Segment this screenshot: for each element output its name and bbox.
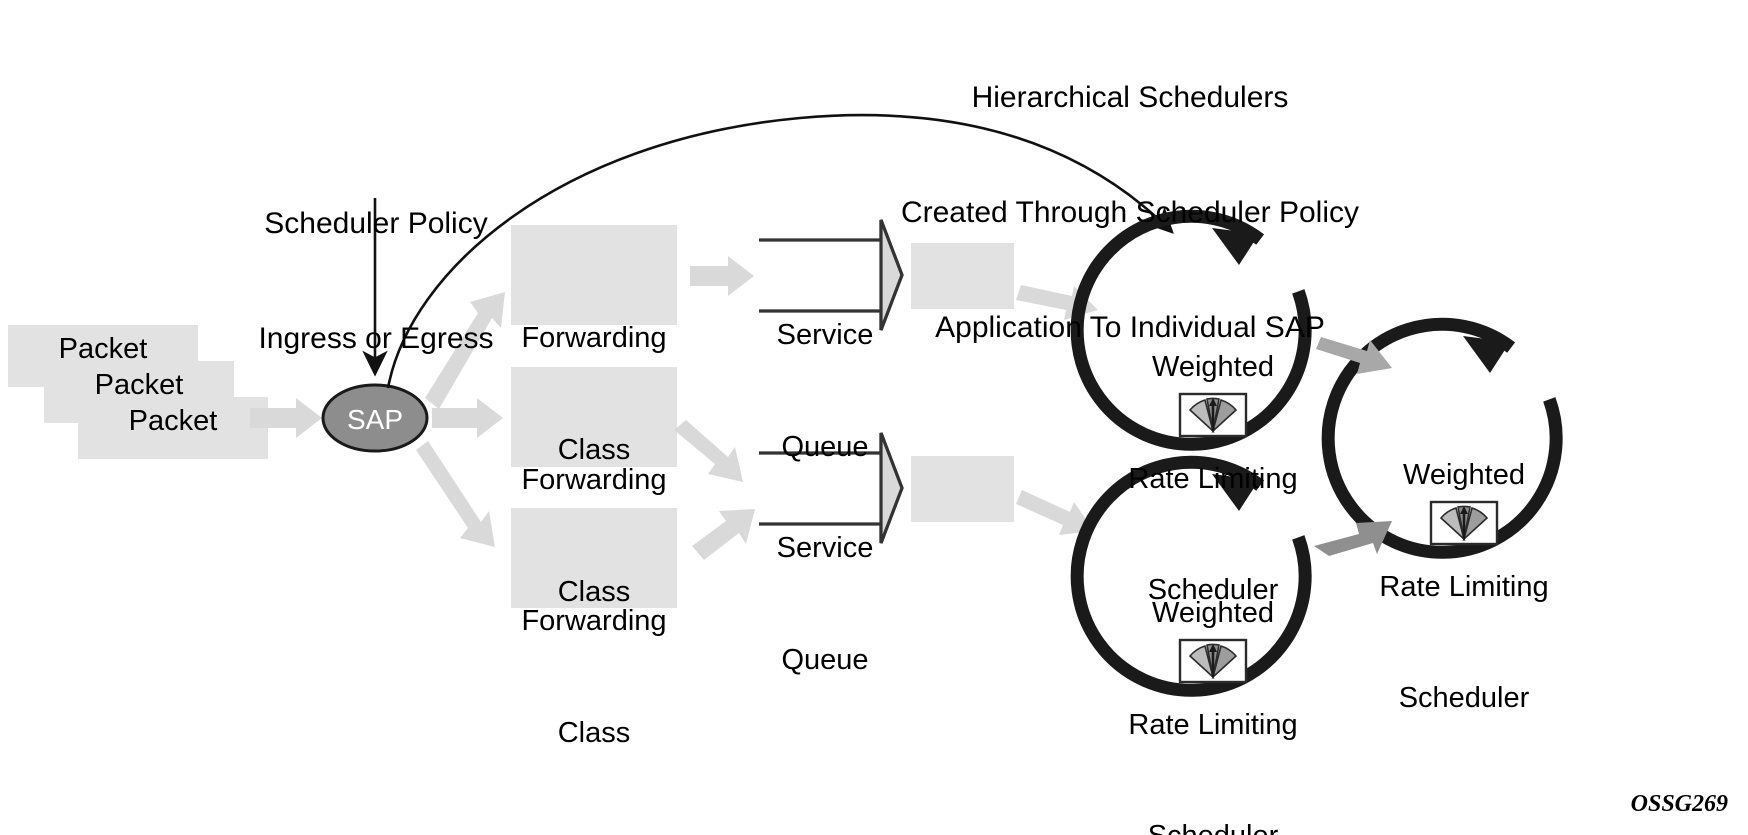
queue-buffer-boxes bbox=[911, 243, 1014, 522]
arrow-fc-top-to-queue-top bbox=[690, 256, 754, 296]
packet-stack bbox=[8, 325, 268, 459]
packet-box bbox=[78, 397, 268, 459]
scheduler-top-left-ring bbox=[1070, 209, 1312, 451]
scheduler-right-ring bbox=[1321, 317, 1563, 559]
forwarding-class-box bbox=[511, 225, 677, 325]
arrow-buffer-bottom-to-scheduler-bottom bbox=[1016, 490, 1094, 535]
gauge-icon bbox=[1178, 392, 1248, 438]
arrow-sap-to-fc-top bbox=[425, 292, 505, 409]
arrow-fc-middle-to-queue-bottom bbox=[674, 420, 743, 482]
forwarding-class-box bbox=[511, 508, 677, 608]
arrow-fc-bottom-to-queue-bottom bbox=[692, 509, 755, 560]
arrow-sap-to-fc-bottom bbox=[416, 441, 495, 547]
service-queue-top bbox=[759, 219, 904, 331]
arrow-scheduler-bottom-to-right bbox=[1314, 521, 1392, 556]
arrow-scheduler-top-to-right bbox=[1316, 337, 1392, 374]
queue-buffer-box bbox=[911, 243, 1014, 309]
arrow-sap-to-fc-middle bbox=[432, 398, 503, 438]
service-queue-bottom bbox=[759, 432, 904, 544]
arrow-hierarchical-schedulers bbox=[386, 113, 1174, 389]
gauge-icon bbox=[1178, 638, 1248, 684]
gauge-icon bbox=[1429, 500, 1499, 546]
forwarding-class-boxes bbox=[511, 225, 677, 608]
queue-buffer-box bbox=[911, 456, 1014, 522]
sap-node bbox=[321, 383, 429, 453]
scheduler-bottom-left-ring bbox=[1070, 455, 1312, 697]
arrow-packets-to-sap bbox=[250, 398, 322, 438]
forwarding-class-box bbox=[511, 367, 677, 467]
